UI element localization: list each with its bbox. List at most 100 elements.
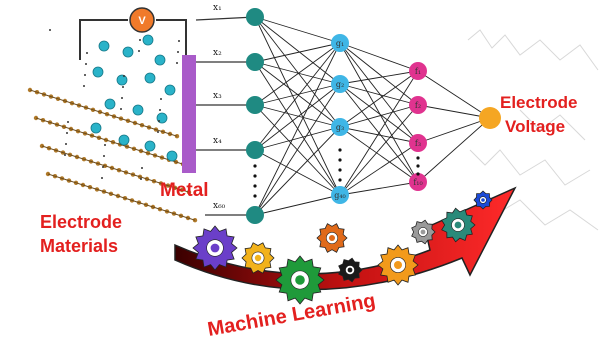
- ion-sphere: [118, 134, 130, 146]
- ion-dot: [64, 154, 66, 156]
- layer-bond: [140, 150, 149, 154]
- ellipsis-dot: [253, 164, 257, 168]
- input-node: [246, 141, 264, 159]
- edge-in-h1: [254, 194, 341, 216]
- ion-dot: [121, 97, 123, 99]
- ion-dot: [138, 50, 140, 52]
- ion-sphere: [132, 104, 144, 116]
- hidden2-label: f₃: [415, 139, 421, 148]
- layer-bond: [134, 122, 143, 126]
- edge-in-h1: [254, 16, 341, 196]
- layer-bond: [99, 111, 108, 115]
- machine-learning-arrow: [174, 186, 517, 291]
- layer-bond: [75, 182, 84, 186]
- ion-dot: [101, 177, 103, 179]
- layer-bond: [118, 169, 127, 173]
- gear-icon-yellow-2: [377, 244, 419, 286]
- ellipsis-dot: [253, 194, 257, 198]
- ellipsis-dot: [416, 156, 420, 160]
- layer-bond: [70, 128, 79, 132]
- input-label: x₃: [213, 91, 222, 101]
- edge-h1-h2: [339, 70, 419, 128]
- layer-bond: [111, 167, 120, 171]
- ion-dot: [177, 51, 179, 53]
- layer-bond: [153, 180, 162, 184]
- layer-bond: [110, 193, 119, 197]
- ion-sphere: [144, 72, 156, 84]
- ion-sphere: [164, 84, 176, 96]
- input-label: x₂: [213, 48, 222, 58]
- edge-h2-out: [417, 117, 491, 183]
- edge-in-h1: [254, 149, 341, 196]
- edge-in-h1: [254, 16, 341, 44]
- ion-sphere: [144, 140, 156, 152]
- layer-bond: [61, 177, 70, 182]
- layer-bond: [57, 98, 66, 102]
- edge-in-h1: [254, 42, 341, 106]
- ion-dot: [85, 63, 87, 65]
- hidden2-label: f₁: [415, 67, 421, 76]
- layer-bond: [141, 124, 150, 128]
- layer-bond: [112, 141, 121, 145]
- edge-h1-h2: [339, 142, 419, 196]
- input-wire: [195, 16, 256, 21]
- gear-icon-purple: [192, 225, 238, 271]
- ion-dot: [104, 144, 106, 146]
- gear-icon-gray: [411, 219, 436, 245]
- hidden1-node: [331, 118, 349, 136]
- hidden2-node: [409, 173, 427, 191]
- layer-bond: [36, 91, 45, 95]
- layer-bond: [180, 215, 189, 219]
- layer-bond: [126, 146, 135, 150]
- input-label: x₄: [213, 136, 222, 146]
- ellipsis-dot: [338, 158, 342, 162]
- output-node: [479, 107, 501, 129]
- edge-h1-h2: [339, 83, 419, 106]
- edge-in-h1: [254, 104, 341, 128]
- ion-dot: [84, 74, 86, 76]
- layer-bond: [162, 131, 171, 135]
- layer-bond: [187, 217, 196, 221]
- layer-bond: [68, 180, 77, 184]
- voltmeter: V: [129, 7, 155, 33]
- voltmeter-label: V: [138, 15, 146, 27]
- edge-h2-out: [417, 117, 491, 144]
- layer-bond: [71, 102, 80, 106]
- electrode-materials-label-line1: Electrode: [40, 212, 122, 232]
- layer-bond: [120, 118, 129, 122]
- ion-dot: [141, 167, 143, 169]
- edge-in-h1: [254, 126, 341, 216]
- edge-h1-h2: [339, 70, 419, 196]
- layer-bond: [155, 129, 164, 133]
- circuit-wire: [79, 19, 187, 60]
- gear-icon-yellow: [241, 242, 275, 274]
- layer-bond: [77, 130, 86, 134]
- gear-icon-orange: [316, 223, 348, 253]
- edge-h1-h2: [339, 42, 419, 183]
- layer-bond: [169, 133, 178, 137]
- ion-dot: [139, 39, 141, 41]
- gear-icon-blue: [473, 190, 493, 210]
- layer-bond: [92, 109, 101, 113]
- layer-bond: [159, 208, 168, 212]
- layer-bond: [54, 175, 63, 179]
- layer-bond: [174, 187, 183, 191]
- layer-bond: [29, 89, 38, 93]
- hidden2-node: [409, 96, 427, 114]
- edge-in-h1: [254, 42, 341, 63]
- layer-bond: [97, 163, 106, 167]
- layer-bond: [84, 132, 93, 137]
- layer-bond: [43, 93, 52, 98]
- layer-bond: [160, 182, 169, 187]
- layer-bond: [119, 143, 128, 148]
- layer-bond: [147, 152, 156, 156]
- edge-h1-h2: [339, 42, 419, 144]
- layer-bond: [131, 199, 140, 204]
- layer-bond: [55, 149, 64, 154]
- ion-dot: [83, 85, 85, 87]
- layer-bond: [175, 161, 184, 165]
- ellipsis-dot: [338, 168, 342, 172]
- edge-in-h1: [254, 83, 341, 151]
